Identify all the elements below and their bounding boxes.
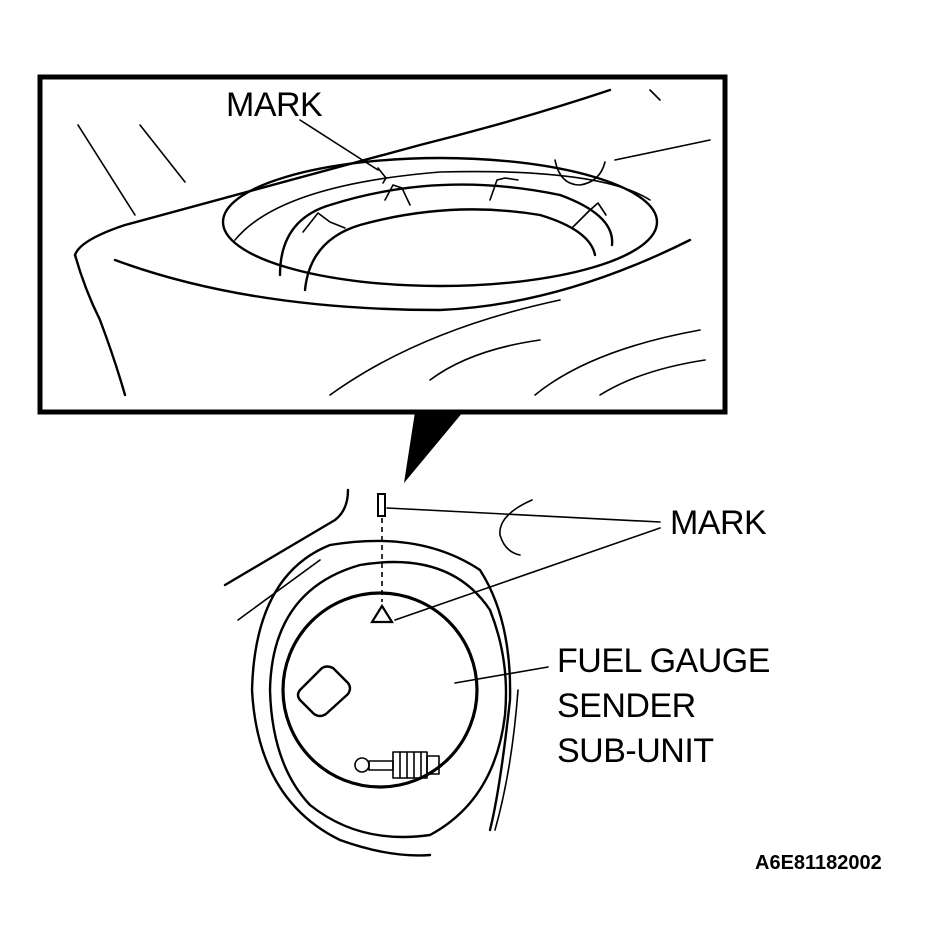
tab-center-left — [384, 184, 411, 206]
tank-line-d — [649, 89, 661, 101]
disc-triangle-mark — [370, 603, 394, 624]
flange-mark — [377, 493, 386, 517]
recess-bump — [554, 159, 606, 186]
tank-line-c — [614, 139, 711, 161]
tank-line-a — [77, 124, 136, 216]
tank-lower-contour — [113, 238, 692, 312]
figure-code: A6E81182002 — [755, 852, 882, 874]
tab-center-right — [489, 177, 519, 201]
tank-line-b — [139, 124, 186, 183]
tab-right — [571, 202, 607, 229]
tank-bump — [499, 499, 533, 556]
part-label-line3: SUB-UNIT — [557, 732, 714, 770]
flange-outer — [250, 539, 512, 857]
tank-left-contour — [73, 253, 127, 397]
tank-crease-d — [599, 359, 706, 396]
part-label-line2: SENDER — [557, 687, 696, 725]
top-mark-leader — [299, 119, 379, 171]
square-boss — [296, 665, 352, 718]
side-mark-label: MARK — [670, 504, 767, 542]
recess-inner-rim — [234, 170, 651, 241]
tank-crease-c — [534, 329, 701, 396]
mark-leader-upper — [386, 507, 661, 523]
sub-unit-disc — [281, 591, 479, 789]
tank-top-edge — [73, 88, 612, 257]
tab-left — [302, 212, 346, 233]
tank-crease-a — [329, 299, 561, 396]
mark-leader-lower — [394, 527, 661, 621]
connector — [354, 751, 440, 779]
detail-frame — [37, 74, 728, 415]
top-mark-label: MARK — [226, 86, 323, 124]
part-leader — [454, 666, 549, 684]
ring-mark-notch — [377, 167, 387, 184]
callout-pointer — [404, 412, 463, 483]
flange-inner — [268, 560, 508, 839]
tank-right-edge — [494, 689, 519, 831]
detail-view — [37, 74, 728, 415]
tank-crease-b — [429, 339, 541, 381]
tank-edge-inner — [237, 559, 321, 621]
tank-edge-top — [223, 488, 350, 587]
recess-outer — [221, 156, 659, 288]
part-label-line1: FUEL GAUGE — [557, 642, 770, 680]
plan-view — [223, 488, 661, 857]
retainer-ring-outer — [278, 183, 614, 277]
